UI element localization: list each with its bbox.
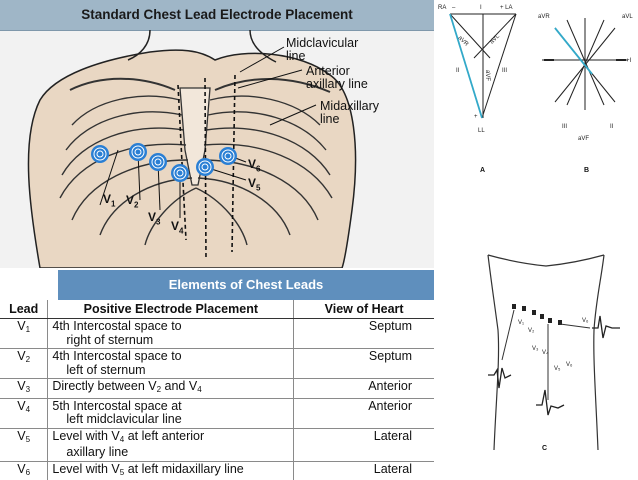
midclavicular-dashed-line (177, 84, 187, 241)
cell-placement: Level with V5 at left midaxillary line (47, 460, 294, 480)
chest-diagram-title: Standard Chest Lead Electrode Placement (81, 7, 353, 22)
header-view: View of Heart (293, 300, 434, 319)
chest-illustration (27, 30, 357, 268)
label-ii: II (456, 68, 460, 74)
electrode-v1 (91, 145, 109, 163)
cell-view: Lateral (293, 460, 434, 480)
cell-view: Septum (293, 348, 434, 379)
electrode-label-v5: V5 (248, 176, 261, 193)
cell-lead: V1 (0, 318, 48, 349)
chest-leads-table: Lead Positive Electrode Placement View o… (0, 300, 434, 480)
label-ra: RA (438, 5, 446, 11)
label-minus: – (452, 5, 456, 11)
cell-placement: Directly between V2 and V4 (47, 378, 294, 398)
sketch-label-v3: V₃ (532, 346, 539, 352)
electrode-label-v2: V2 (126, 193, 139, 210)
torso-ecg-sketch: V₁ V₂ V₃ V₄ V₅ V₆ V₆ C (487, 254, 620, 452)
electrode-label-v6: V6 (248, 157, 261, 174)
label-midclavicular-line1: Midclavicular (286, 36, 359, 50)
sketch-label-v4: V₄ (542, 350, 549, 356)
table-title: Elements of Chest Leads (168, 277, 324, 292)
hexaxial-avr-highlight (554, 27, 593, 75)
header-placement: Positive Electrode Placement (47, 300, 294, 319)
label-avr-hex: aVR (538, 14, 550, 20)
label-ll: LL (478, 128, 485, 134)
label-plus: + (474, 114, 478, 120)
label-midclavicular: Midclavicular line (286, 37, 358, 63)
electrode-v6 (219, 147, 237, 165)
electrode-v5 (196, 158, 214, 176)
sketch-arrows (501, 309, 591, 400)
clavicle-right (69, 77, 176, 91)
label-midaxillary-line2: line (320, 112, 340, 126)
sketch-label-v6: V₆ (566, 362, 573, 368)
table-row: V3 Directly between V2 and V4 Anterior (0, 378, 434, 398)
label-iii: III (502, 68, 507, 74)
einthoven-triangle-diagram: RA – I + LA aVR aVL aVF II III + LL A (438, 5, 517, 174)
sketch-label-v6-right: V₆ (582, 318, 589, 324)
electrode-label-v1: V1 (103, 192, 116, 209)
cell-lead: V6 (0, 460, 48, 480)
cell-view: Septum (293, 318, 434, 349)
label-avf: aVF (484, 70, 490, 81)
label-anterior-axillary: Anterior axillary line (306, 65, 368, 91)
sketch-electrodes (512, 304, 562, 325)
cell-view: Anterior (293, 397, 434, 428)
label-i: I (480, 5, 482, 11)
einthoven-lines (449, 13, 517, 119)
cell-view: Anterior (293, 378, 434, 398)
header-lead: Lead (0, 300, 48, 319)
electrode-label-v4: V4 (171, 219, 184, 236)
caption-a: A (480, 167, 485, 174)
label-midaxillary: Midaxillary line (320, 100, 379, 126)
rib-cage (59, 95, 333, 246)
cell-lead: V4 (0, 397, 48, 428)
label-avl: aVL (489, 33, 501, 45)
sketch-label-v2: V₂ (528, 328, 535, 334)
label-plus-i: +I (626, 58, 632, 64)
label-midaxillary-line1: Midaxillary (320, 99, 380, 113)
label-anterior-axillary-line1: Anterior (306, 64, 350, 78)
table-header-row: Lead Positive Electrode Placement View o… (0, 300, 434, 319)
cell-lead: V3 (0, 378, 48, 398)
caption-c: C (542, 445, 547, 452)
cell-lead: V2 (0, 348, 48, 379)
sketch-ecg-traces (488, 315, 620, 416)
midaxillary-dashed-line (231, 74, 236, 253)
torso-sketch-outline (487, 254, 605, 451)
neck-outline (127, 30, 277, 63)
sketch-label-v5: V₅ (554, 366, 561, 372)
label-ii-hex: II (610, 124, 614, 130)
table-title-bar (58, 270, 434, 300)
hexaxial-reference-diagram: aVR aVL +I III II aVF B (538, 14, 633, 174)
table-row: V6 Level with V5 at left midaxillary lin… (0, 460, 434, 480)
label-avl-hex: aVL (622, 14, 633, 20)
cell-view: Lateral (293, 427, 434, 461)
label-midclavicular-line2: line (286, 49, 306, 63)
sketch-label-v1: V₁ (518, 320, 524, 326)
einthoven-avr-highlight (449, 13, 483, 119)
chest-title-bar (0, 0, 434, 31)
electrode-v2 (129, 143, 147, 161)
label-avf-hex: aVF (578, 136, 589, 142)
label-iii-hex: III (562, 124, 567, 130)
electrode-v3 (149, 153, 167, 171)
label-anterior-axillary-line2: axillary line (306, 77, 368, 91)
electrode-label-v3: V3 (148, 210, 161, 227)
cell-lead: V5 (0, 427, 48, 461)
caption-b: B (584, 167, 589, 174)
electrode-v4 (171, 164, 189, 182)
label-plus-la: + LA (500, 5, 513, 11)
